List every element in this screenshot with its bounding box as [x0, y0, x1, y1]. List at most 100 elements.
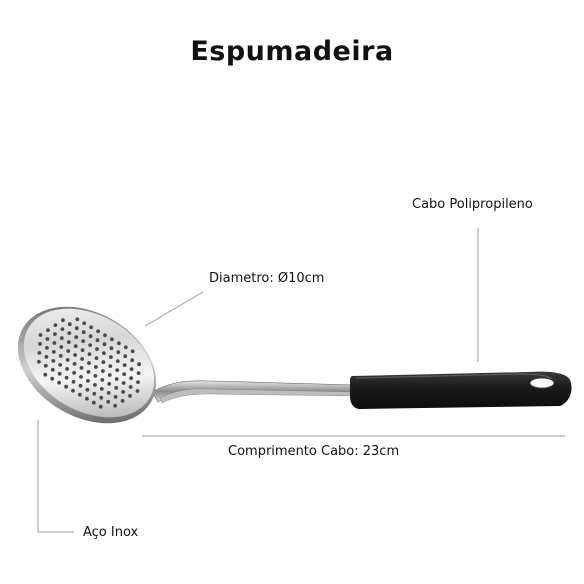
perforation-hole — [102, 342, 107, 347]
perforation-hole — [50, 376, 55, 381]
perforation-hole — [79, 366, 84, 370]
perforation-hole — [96, 329, 100, 334]
perforation-hole — [52, 341, 57, 345]
perforation-hole — [57, 380, 61, 385]
perforation-hole — [71, 388, 75, 393]
perforation-hole — [80, 357, 84, 361]
perforation-hole — [93, 383, 97, 387]
perforation-hole — [123, 354, 128, 359]
skimmer-shaft — [151, 380, 357, 404]
perforation-hole — [121, 390, 125, 394]
perforation-hole — [72, 371, 76, 375]
perforation-hole — [99, 395, 104, 400]
perforation-hole — [107, 382, 112, 386]
body-material-label: Aço Inox — [83, 525, 139, 540]
perforation-hole — [93, 374, 98, 378]
perforation-hole — [58, 354, 63, 358]
perforation-hole — [75, 317, 80, 322]
perforation-hole — [78, 383, 83, 388]
perforation-hole — [43, 372, 48, 377]
perforation-hole — [65, 367, 69, 371]
perforation-hole — [130, 349, 135, 354]
perforation-hole — [37, 359, 41, 364]
material-leader-line — [37, 420, 74, 533]
perforation-hole — [73, 344, 78, 348]
perforation-hole — [74, 326, 79, 331]
perforation-hole — [94, 356, 99, 360]
perforation-hole — [73, 353, 77, 357]
perforation-hole — [71, 379, 76, 384]
perforation-hole — [88, 343, 92, 347]
perforation-hole — [89, 325, 93, 330]
perforation-hole — [61, 318, 65, 323]
perforation-hole — [60, 327, 65, 331]
perforation-hole — [115, 368, 120, 372]
perforation-hole — [120, 399, 125, 403]
perforation-hole — [108, 364, 113, 368]
perforation-hole — [95, 347, 99, 351]
perforation-hole — [66, 340, 71, 344]
perforation-hole — [113, 395, 118, 399]
perforation-hole — [121, 381, 126, 385]
perforation-hole — [86, 379, 90, 383]
perforation-hole — [87, 352, 92, 356]
diameter-label: Diametro: Ø10cm — [209, 271, 325, 286]
perforation-hole — [94, 365, 98, 369]
perforation-hole — [59, 336, 64, 340]
perforation-hole — [44, 355, 49, 359]
perforation-hole — [67, 331, 72, 335]
perforation-hole — [46, 328, 50, 332]
perforation-hole — [78, 392, 82, 397]
perforation-hole — [38, 333, 43, 337]
perforation-hole — [50, 367, 55, 372]
perforation-hole — [100, 378, 105, 382]
perforation-hole — [67, 322, 72, 327]
handle-length-label: Comprimento Cabo: 23cm — [228, 444, 400, 459]
perforation-hole — [113, 403, 117, 408]
perforation-hole — [66, 349, 71, 353]
polypropylene-handle — [350, 371, 572, 409]
perforation-hole — [102, 351, 106, 355]
perforation-hole — [101, 360, 106, 364]
perforation-hole — [92, 391, 97, 396]
perforation-hole — [64, 375, 69, 380]
perforation-hole — [101, 369, 105, 373]
perforation-hole — [115, 359, 120, 363]
perforation-hole — [114, 377, 119, 381]
perforation-hole — [37, 351, 42, 355]
perforation-hole — [72, 362, 77, 366]
handle-material-label: Cabo Polipropileno — [412, 197, 533, 212]
perforation-hole — [82, 321, 87, 326]
perforation-hole — [110, 337, 114, 342]
skimmer-bowl — [17, 306, 157, 424]
perforation-hole — [58, 363, 63, 367]
handle-hang-hole — [529, 377, 555, 389]
perforation-hole — [135, 389, 140, 393]
perforation-hole — [53, 332, 57, 336]
perforation-hole — [128, 394, 132, 398]
perforation-hole — [106, 391, 111, 395]
diameter-leader-line — [144, 291, 204, 327]
perforation-hole — [123, 345, 128, 350]
leader-lines — [37, 228, 565, 533]
perforation-hole — [117, 341, 121, 346]
perforation-hole — [129, 367, 134, 371]
perforation-hole — [136, 371, 141, 375]
perforation-hole — [85, 387, 90, 392]
perforation-hole — [128, 385, 133, 389]
perforation-hole — [57, 371, 62, 376]
perforation-hole — [122, 372, 127, 376]
perforation-hole — [86, 370, 91, 374]
product-title: Espumadeira — [190, 36, 394, 67]
perforation-hole — [137, 362, 142, 367]
perforation-hole — [74, 335, 79, 339]
perforation-hole — [98, 404, 103, 409]
perforation-hole — [95, 338, 100, 343]
perforation-hole — [51, 350, 56, 354]
perforation-hole — [81, 339, 85, 343]
perforation-hole — [99, 387, 104, 391]
perforation-hole — [114, 386, 119, 390]
perforation-hole — [45, 337, 50, 341]
perforation-hole — [51, 359, 56, 363]
perforation-hole — [43, 363, 48, 368]
